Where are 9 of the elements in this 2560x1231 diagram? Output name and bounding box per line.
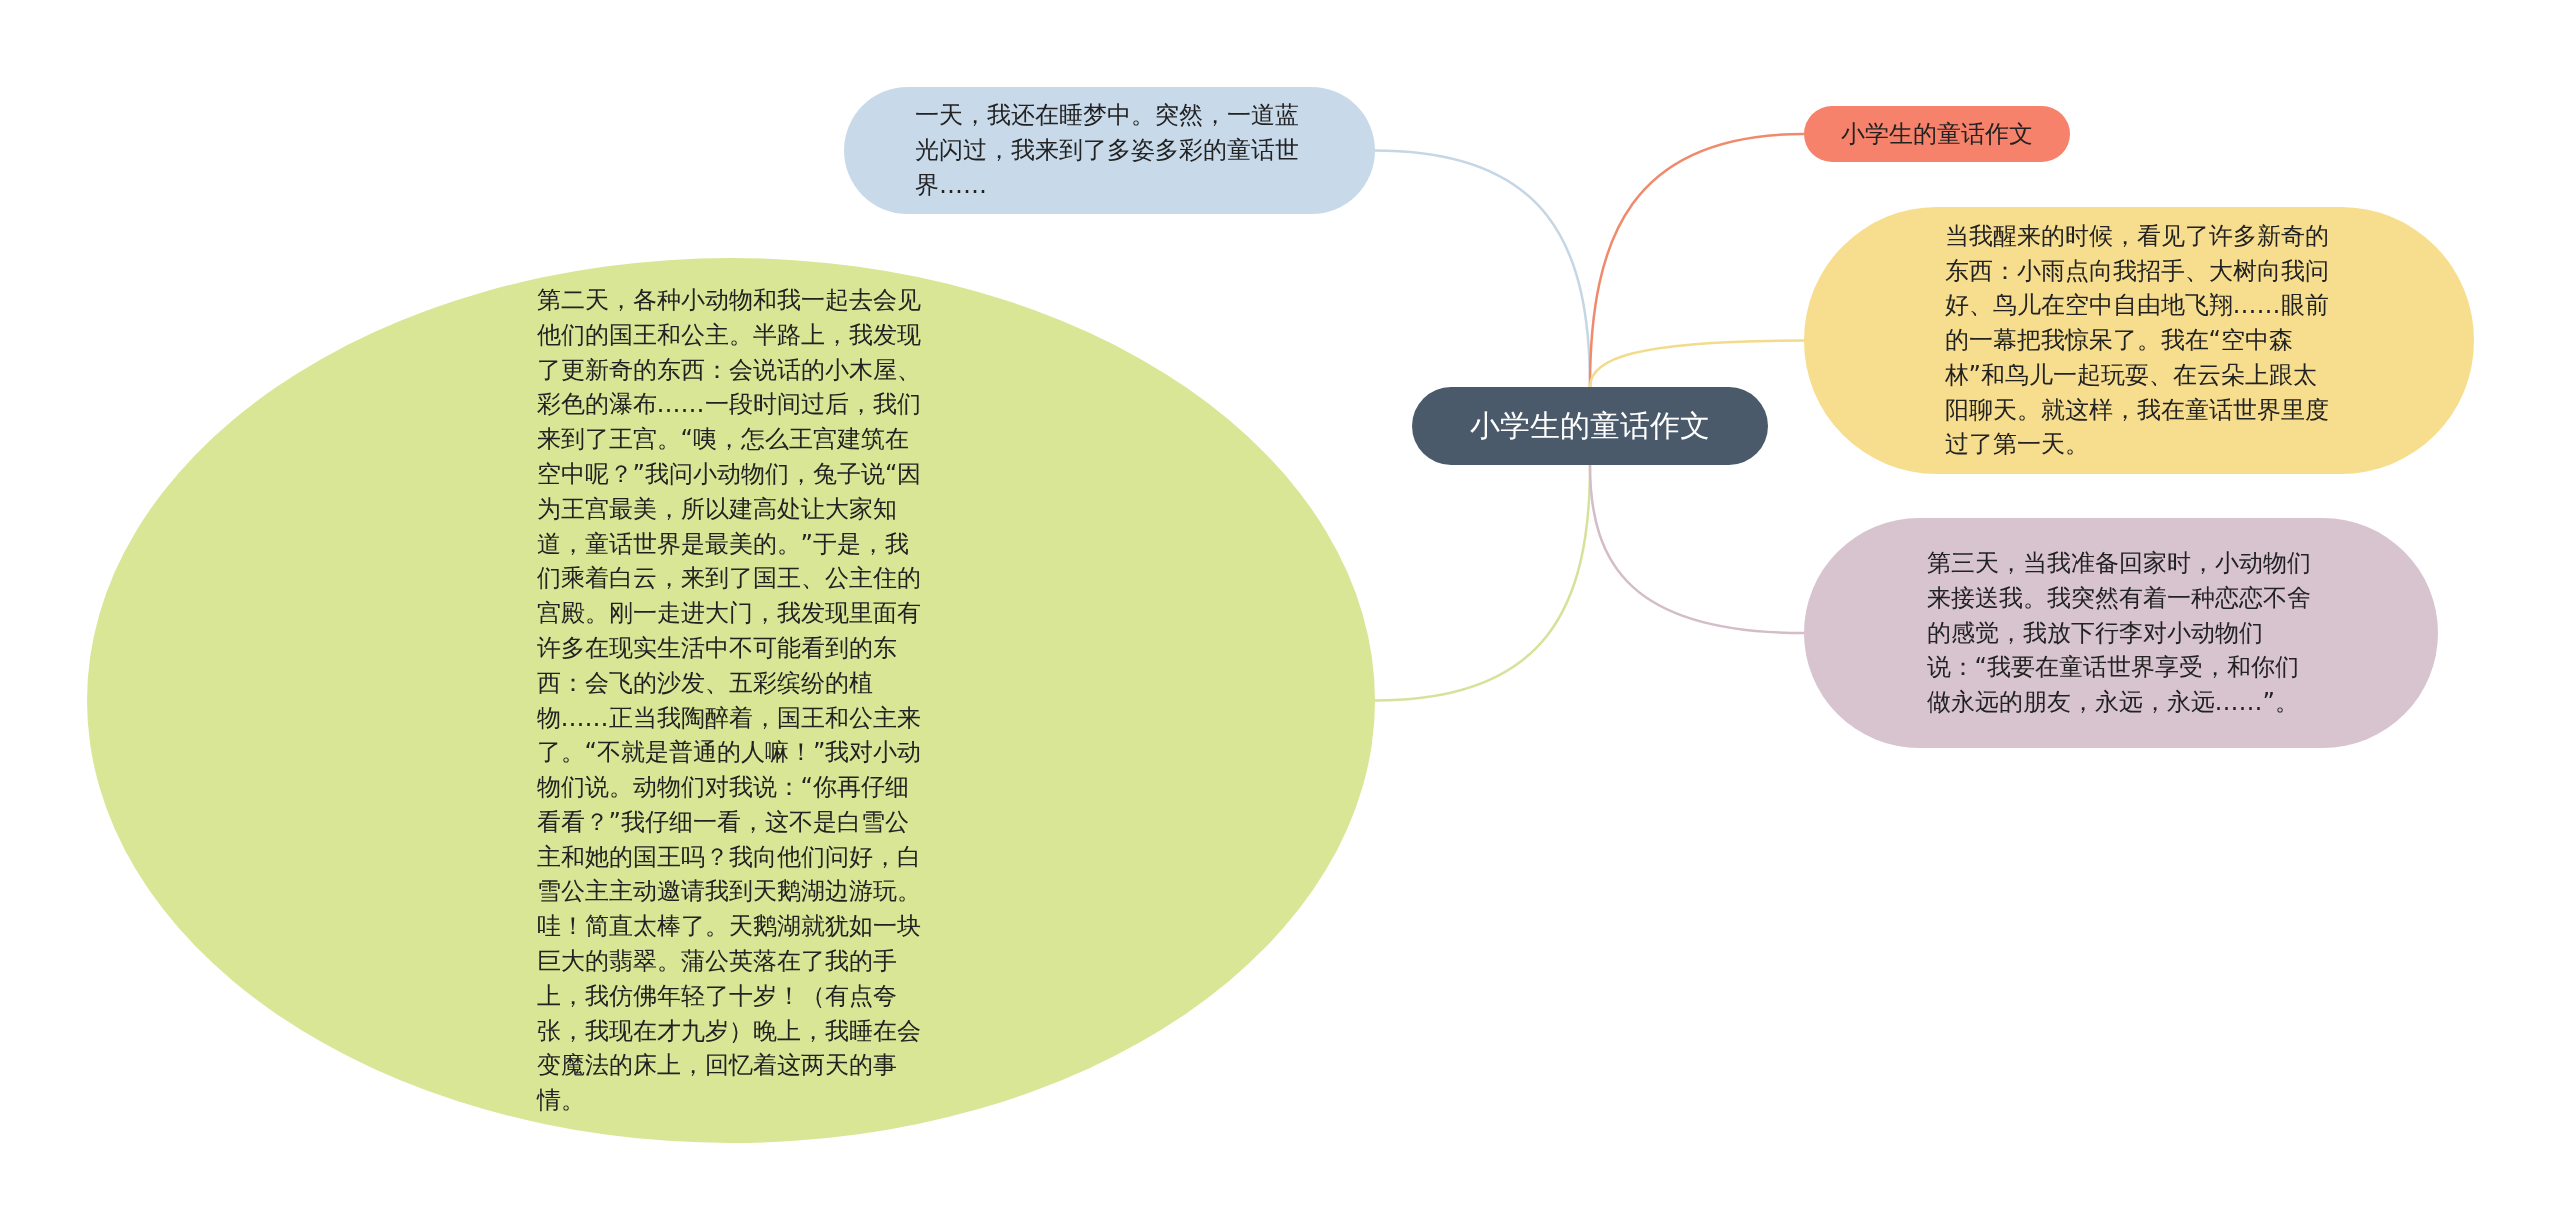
topic-pill	[1804, 106, 2070, 162]
topic-text: 第二天，各种小动物和我一起去会见他们的国王和公主。半路上，我发现了更新奇的东西：会说话的小木屋、彩色的瀑布……一段时间过后，我们来到了王宫。“咦，怎么王宫建筑在空中呢？”我问小动物们，兔子说“因为王宫最美，所以建高处让大家知道，童话世界是最美的。”于是，我们乘着白云，来到了国王、公主住的宫殿。刚一走进大门，我发现里面有许多在现实生活中不可能看到的东西：会飞的沙发、五彩缤纷的植物……正当我陶醉着，国王和公主来了。“不就是普通的人嘛！”我对小动物们说。动物们对我说：“你再仔细看看？”我仔细一看，这不是白雪公主和她的国王吗？我向他们问好，白雪公主主动邀请我到天鹅湖边游玩。哇！简直太棒了。天鹅湖就犹如一块巨大的翡翠。蒲公英落在了我的手上，我仿佛年轻了十岁！（有点夸张，我现在才九岁）晚上，我睡在会变魔法的床上，回忆着这两天的事情。	[536, 284, 923, 1117]
topic-text: 当我醒来的时候，看见了许多新奇的东西：小雨点向我招手、大树向我问好、鸟儿在空中自由地飞翔……眼前的一幕把我惊呆了。我在“空中森林”和鸟儿一起玩耍、在云朵上跟太阳聊天。就这样，我在童话世界里度过了第一天。	[1944, 220, 2330, 461]
topic-text: 小学生的童话作文	[1841, 118, 2033, 150]
topic-text: 第三天，当我准备回家时，小动物们来接送我。我突然有着一种恋恋不舍的感觉，我放下行李对小动物们说：“我要在童话世界享受，和你们做永远的朋友，永远，永远……”。	[1926, 548, 2312, 719]
connector-line	[1588, 464, 1805, 635]
connector-line	[1588, 339, 1804, 388]
topic-text: 一天，我还在睡梦中。突然，一道蓝光闪过，我来到了多姿多彩的童话世界……	[915, 100, 1301, 201]
central-topic-text: 小学生的童话作文	[1470, 407, 1710, 446]
